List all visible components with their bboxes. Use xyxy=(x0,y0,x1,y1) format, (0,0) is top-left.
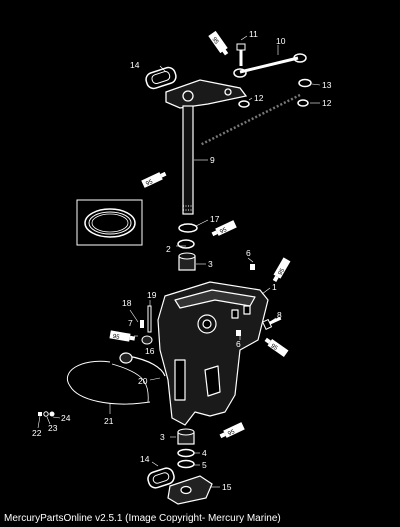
lubricant-tube-bottom: 95 xyxy=(219,422,245,439)
callout-11: 11 xyxy=(249,29,258,39)
callout-9: 9 xyxy=(210,155,215,165)
callout-12-right: 12 xyxy=(322,98,332,108)
callout-3-lower: 3 xyxy=(160,432,165,442)
callout-20: 20 xyxy=(138,376,148,386)
lubricant-tube-left-lower: 95 xyxy=(109,330,136,342)
svg-text:95: 95 xyxy=(219,227,228,236)
callout-8: 8 xyxy=(277,310,282,320)
callout-10: 10 xyxy=(276,36,286,46)
washer-5 xyxy=(177,459,195,469)
callout-7: 7 xyxy=(128,318,133,328)
svg-text:95: 95 xyxy=(227,429,236,438)
callout-4: 4 xyxy=(202,448,207,458)
pad-14-bottom xyxy=(147,467,175,489)
lubricant-tube-right: 95 xyxy=(272,257,291,282)
tilt-tube-20 xyxy=(119,352,166,377)
leader-dashed-line xyxy=(199,93,301,147)
callout-3-upper: 3 xyxy=(208,259,213,269)
washer-2 xyxy=(177,239,195,249)
washer-12-left xyxy=(238,100,250,108)
callout-14-bottom: 14 xyxy=(140,454,150,464)
svg-text:95: 95 xyxy=(112,334,120,341)
bushing-3-lower xyxy=(177,428,195,445)
steering-shaft xyxy=(182,105,194,215)
callout-17: 17 xyxy=(210,214,220,224)
pad-14-top xyxy=(145,66,177,90)
cable-21-branch xyxy=(111,363,149,403)
callout-5: 5 xyxy=(202,460,207,470)
steering-arm xyxy=(165,79,248,109)
cable-21 xyxy=(67,360,151,405)
fitting-6-lower xyxy=(236,330,241,336)
svg-text:95: 95 xyxy=(278,267,287,276)
callout-6-upper: 6 xyxy=(246,248,251,258)
callout-14-top: 14 xyxy=(130,60,140,70)
callout-12-left: 12 xyxy=(254,93,264,103)
lubricant-tube-left: 95 xyxy=(141,171,167,188)
pad-18 xyxy=(140,320,144,328)
screw-set-22-24 xyxy=(38,411,55,417)
svg-text:95: 95 xyxy=(145,179,154,188)
callout-19: 19 xyxy=(147,290,157,300)
bushing-16 xyxy=(141,335,153,345)
bolt-11 xyxy=(236,43,246,66)
bolt-8 xyxy=(262,316,282,330)
callout-15: 15 xyxy=(222,482,232,492)
callout-6-lower: 6 xyxy=(236,339,241,349)
callout-18: 18 xyxy=(122,298,132,308)
washer-13 xyxy=(298,78,312,88)
callout-1: 1 xyxy=(272,282,277,292)
lubricant-tube-lower-right: 95 xyxy=(264,337,289,358)
swivel-bracket-housing xyxy=(157,281,269,426)
pad-19 xyxy=(147,305,152,333)
lubricant-tube-top: 95 xyxy=(208,30,229,56)
bushing-3-upper xyxy=(178,252,196,271)
callout-labels: 11 10 14 13 12 12 9 17 2 3 6 1 18 19 7 8… xyxy=(32,29,332,492)
leader-lines xyxy=(37,35,321,488)
callout-24: 24 xyxy=(61,413,71,423)
seal-17 xyxy=(178,223,198,233)
copyright-footer: MercuryPartsOnline v2.5.1 (Image Copyrig… xyxy=(0,511,400,527)
lubricant-tube-mid: 95 xyxy=(211,220,237,237)
seal-detail-inset xyxy=(76,199,143,246)
pivot-block-15 xyxy=(167,475,213,505)
svg-text:95: 95 xyxy=(210,37,219,46)
callout-16: 16 xyxy=(145,346,155,356)
steering-link-rod xyxy=(233,53,307,78)
callout-21: 21 xyxy=(104,416,114,426)
svg-text:95: 95 xyxy=(269,343,278,352)
callout-22: 22 xyxy=(32,428,42,438)
washer-12-right xyxy=(297,99,309,107)
callout-2: 2 xyxy=(166,244,171,254)
callout-13: 13 xyxy=(322,80,332,90)
callout-23: 23 xyxy=(48,423,58,433)
fitting-6-upper xyxy=(250,264,255,270)
